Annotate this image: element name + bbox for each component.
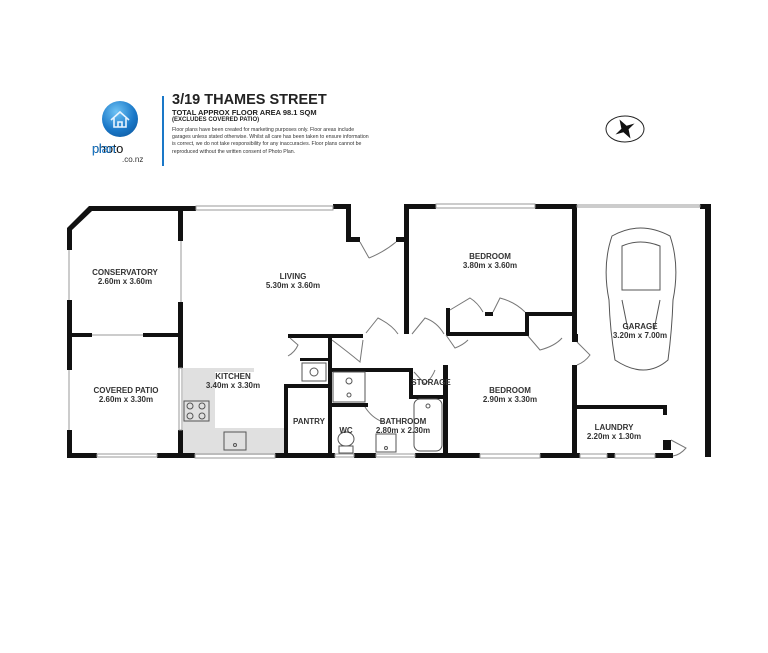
shower-icon	[332, 371, 366, 403]
brand-domain: .co.nz	[122, 155, 144, 164]
address-title: 3/19 THAMES STREET	[172, 92, 327, 108]
excludes-note: (EXCLUDES COVERED PATIO)	[172, 117, 260, 123]
walls	[67, 204, 711, 458]
room-dims-laundry: 2.20m x 1.30m	[587, 432, 641, 441]
windows	[68, 203, 701, 459]
room-label-wc: WC	[339, 426, 353, 435]
room-label-conservatory: CONSERVATORY	[92, 268, 158, 277]
room-dims-living: 5.30m x 3.60m	[266, 281, 320, 290]
room-label-bedroom-2: BEDROOM	[489, 386, 531, 395]
floor-area: TOTAL APPROX FLOOR AREA 98.1 SQM	[172, 108, 317, 117]
kitchen-sink-icon	[223, 431, 247, 451]
room-label-kitchen: KITCHEN	[215, 372, 251, 381]
room-label-bathroom: BATHROOM	[380, 417, 427, 426]
car-icon	[605, 227, 677, 371]
compass-icon	[600, 110, 650, 148]
room-label-storage: STORAGE	[411, 378, 451, 387]
toilet-icon	[337, 431, 355, 454]
fixtures	[183, 227, 677, 454]
room-label-living: LIVING	[280, 272, 307, 281]
room-dims-kitchen: 3.40m x 3.30m	[206, 381, 260, 390]
room-label-covered-patio: COVERED PATIO	[93, 386, 158, 395]
house-logo-icon	[102, 101, 138, 137]
doors[interactable]	[287, 241, 687, 457]
cooktop-icon	[183, 400, 210, 422]
disclaimer: Floor plans have been created for market…	[172, 127, 369, 155]
room-dims-bathroom: 2.80m x 2.30m	[376, 426, 430, 435]
kitchen-counter	[183, 368, 284, 455]
room-label-laundry: LAUNDRY	[595, 423, 634, 432]
vanity-icon	[375, 433, 397, 453]
room-labels: CONSERVATORY 2.60m x 3.60m LIVING 5.30m …	[92, 252, 667, 441]
room-dims-bedroom-2: 2.90m x 3.30m	[483, 395, 537, 404]
room-dims-conservatory: 2.60m x 3.60m	[98, 277, 152, 286]
room-label-pantry: PANTRY	[293, 417, 326, 426]
floor-plan: CONSERVATORY 2.60m x 3.60m LIVING 5.30m …	[67, 203, 711, 459]
bath-icon	[413, 398, 443, 452]
room-dims-garage: 3.20m x 7.00m	[613, 331, 667, 340]
room-label-bedroom-1: BEDROOM	[469, 252, 511, 261]
washing-machine-icon	[301, 362, 327, 382]
header-divider	[162, 96, 164, 166]
room-dims-bedroom-1: 3.80m x 3.60m	[463, 261, 517, 270]
room-dims-covered-patio: 2.60m x 3.30m	[99, 395, 153, 404]
room-label-garage: GARAGE	[622, 322, 658, 331]
